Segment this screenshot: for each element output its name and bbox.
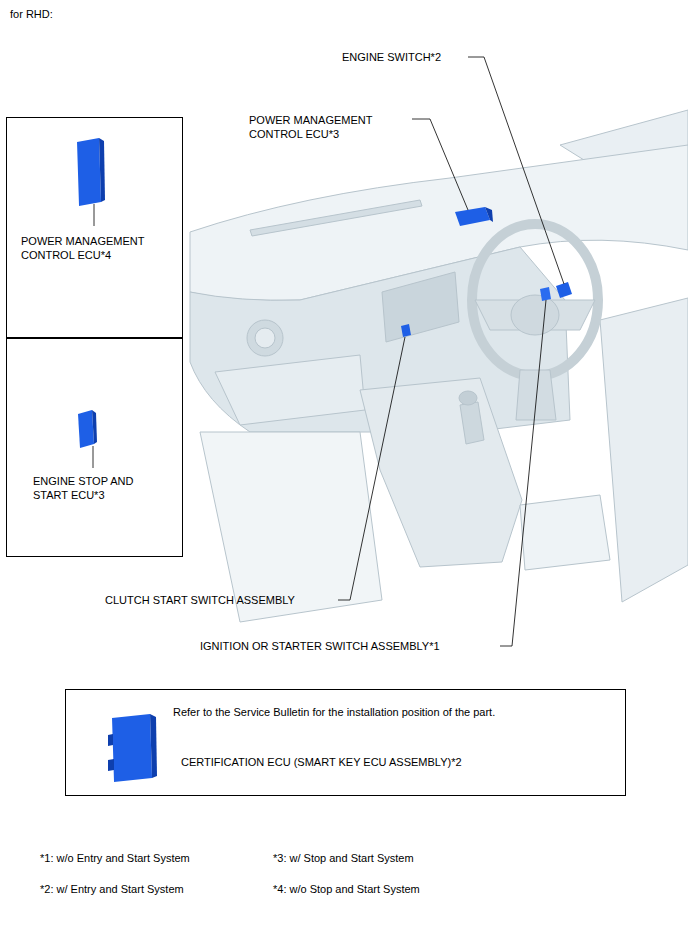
inset-box: ENGINE STOP AND START ECU*3 [6,338,183,557]
stop-start-ecu-side [92,410,97,444]
power-management-ecu-4-side [99,138,105,202]
footnote: *3: w/ Stop and Start System [273,851,498,865]
clutch-start-switch [401,324,411,337]
engine-switch [556,282,572,298]
leader-line [94,204,95,226]
power-management-ecu [455,207,490,226]
steering-hub [511,295,559,335]
part-name: POWER MANAGEMENT CONTROL ECU*3 [249,113,399,141]
shift-lever [460,402,484,444]
certification-ecu-side [150,714,157,778]
footnote: *1: w/o Entry and Start System [40,851,265,865]
leader-lines [93,57,564,646]
power-management-ecu-side [485,207,493,222]
steering-column [516,370,556,420]
right-door [600,298,688,602]
center-display [382,272,459,342]
inset-box: POWER MANAGEMENT CONTROL ECU*4 [6,117,183,338]
footnote: *2: w/ Entry and Start System [40,882,265,896]
dashboard-illustration [190,110,688,622]
title: for RHD: [10,7,53,21]
ignition-switch [540,287,551,301]
stop-start-ecu [78,410,94,448]
part-name: CERTIFICATION ECU (SMART KEY ECU ASSEMBL… [181,755,611,769]
certification-ecu [112,714,152,782]
leader-line [468,57,564,284]
footnote: *4: w/o Stop and Start System [273,882,498,896]
leader-line [500,300,546,646]
power-management-ecu-4 [77,138,101,206]
pedal-area [520,495,610,570]
air-vent-inner [255,328,275,348]
highlighted-parts [77,138,572,782]
glovebox [215,355,365,425]
inset-box: Refer to the Service Bulletin for the in… [65,689,626,796]
leader-line [338,337,405,600]
air-vent [247,320,283,356]
leader-line [93,446,94,468]
center-console [360,378,522,567]
part-name: CLUTCH START SWITCH ASSEMBLY [105,593,335,607]
floor [200,432,382,622]
part-name: Refer to the Service Bulletin for the in… [173,705,613,719]
part-name: POWER MANAGEMENT CONTROL ECU*4 [21,234,171,262]
certification-ecu-bracket [108,734,114,771]
steering-wheel [472,224,598,376]
part-name: IGNITION OR STARTER SWITCH ASSEMBLY*1 [200,639,490,653]
defroster-vent [250,200,422,236]
shift-knob [459,391,477,405]
leader-line [412,119,468,210]
part-name: ENGINE SWITCH*2 [342,50,472,64]
part-name: ENGINE STOP AND START ECU*3 [33,474,153,502]
